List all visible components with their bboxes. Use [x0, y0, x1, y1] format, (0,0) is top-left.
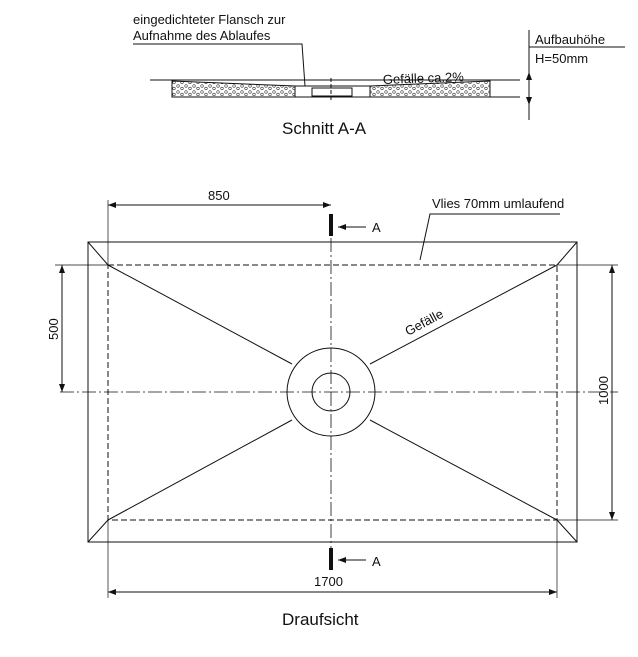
fleece-label: Vlies 70mm umlaufend — [432, 196, 564, 211]
dim-bottom: 1700 — [314, 574, 343, 589]
section-mark-bottom: A — [372, 554, 381, 569]
dim-left: 500 — [46, 318, 61, 340]
flange-label-line1: eingedichteter Flansch zur — [133, 12, 286, 27]
dim-top: 850 — [208, 188, 230, 203]
plan-slope-label: Gefälle — [402, 306, 445, 339]
section-title: Schnitt A-A — [282, 119, 367, 138]
flange-label-line2: Aufnahme des Ablaufes — [133, 28, 271, 43]
plan-view — [55, 200, 618, 598]
section-slope-label: Gefälle ca.2% — [383, 69, 465, 87]
dim-right: 1000 — [596, 376, 611, 405]
height-value: H=50mm — [535, 51, 588, 66]
section-view — [133, 30, 625, 120]
plan-title: Draufsicht — [282, 610, 359, 629]
section-mark-top: A — [372, 220, 381, 235]
height-label: Aufbauhöhe — [535, 32, 605, 47]
